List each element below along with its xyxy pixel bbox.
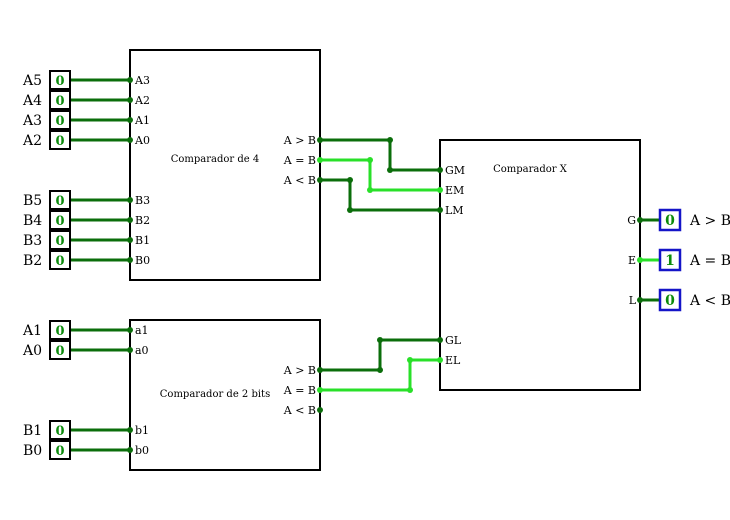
comp2-out-gt: A > B <box>283 364 316 377</box>
comparator-x-box[interactable] <box>439 139 641 391</box>
input-pin-label: A5 <box>22 73 42 89</box>
input-pin-A3[interactable]: A3 0 <box>22 110 71 130</box>
compx-pin-GL: GL <box>445 334 462 347</box>
compx-out-G: G <box>627 214 636 227</box>
input-pin-value: 0 <box>55 194 64 209</box>
input-pin-label: B5 <box>23 193 42 209</box>
compx-out-L: L <box>629 294 637 307</box>
comp2-pin-a1: a1 <box>135 324 149 337</box>
output-pin-value: 0 <box>665 213 675 229</box>
output-wires <box>637 217 660 303</box>
comparator-2-title: Comparador de 2 bits <box>160 389 270 400</box>
comp2-pin-b1: b1 <box>135 424 149 437</box>
input-pin-value: 0 <box>55 424 64 439</box>
comp4-pin-B0: B0 <box>135 254 150 267</box>
input-pin-value: 0 <box>55 214 64 229</box>
input-pin-label: B4 <box>23 213 42 229</box>
internal-wires <box>317 137 443 413</box>
output-pin-label: A > B <box>689 213 730 229</box>
input-pin-value: 0 <box>55 324 64 339</box>
input-pin-label: A1 <box>22 323 42 339</box>
input-pin-label: B2 <box>23 253 42 269</box>
input-pin-value: 0 <box>55 114 64 129</box>
comp4-out-eq: A = B <box>283 154 316 167</box>
input-pin-A4[interactable]: A4 0 <box>22 90 71 110</box>
input-pin-A1[interactable]: A1 0 <box>22 320 71 340</box>
output-pin-lt[interactable]: 0 A < B <box>658 288 730 312</box>
input-pin-value: 0 <box>55 234 64 249</box>
comp4-out-gt: A > B <box>283 134 316 147</box>
comp2-out-lt: A < B <box>283 404 316 417</box>
input-pin-B5[interactable]: B5 0 <box>23 190 71 210</box>
output-pin-label: A < B <box>689 293 730 309</box>
output-pin-eq[interactable]: 1 A = B <box>658 248 730 272</box>
compx-pin-EM: EM <box>445 184 464 197</box>
input-pin-A0[interactable]: A0 0 <box>22 340 71 360</box>
input-pin-label: A2 <box>22 133 42 149</box>
input-pin-B3[interactable]: B3 0 <box>23 230 71 250</box>
input-pin-A5[interactable]: A5 0 <box>22 70 71 90</box>
comp2-pin-a0: a0 <box>135 344 149 357</box>
input-pin-label: B0 <box>23 443 42 459</box>
compx-pin-LM: LM <box>445 204 464 217</box>
comp2-pin-b0: b0 <box>135 444 149 457</box>
comp2-out-eq: A = B <box>283 384 316 397</box>
compx-out-E: E <box>628 254 636 267</box>
output-pin-value: 1 <box>665 253 675 269</box>
comp4-pin-B3: B3 <box>135 194 150 207</box>
input-pin-label: A4 <box>22 93 42 109</box>
comp4-pin-A1: A1 <box>134 114 150 127</box>
comparator-4-title: Comparador de 4 <box>171 154 260 165</box>
comp4-pin-B2: B2 <box>135 214 150 227</box>
input-pin-value: 0 <box>55 444 64 459</box>
input-pin-value: 0 <box>55 94 64 109</box>
compx-pin-GM: GM <box>445 164 465 177</box>
comp4-out-lt: A < B <box>283 174 316 187</box>
comp4-pin-A3: A3 <box>134 74 150 87</box>
comp4-pin-A2: A2 <box>134 94 150 107</box>
output-pin-value: 0 <box>665 293 675 309</box>
input-pin-value: 0 <box>55 344 64 359</box>
input-pin-label: A3 <box>22 113 42 129</box>
input-pin-value: 0 <box>55 134 64 149</box>
input-wires <box>70 77 133 453</box>
output-pin-gt[interactable]: 0 A > B <box>658 208 730 232</box>
input-pin-label: A0 <box>22 343 42 359</box>
input-pin-label: B3 <box>23 233 42 249</box>
compx-pin-EL: EL <box>445 354 461 367</box>
output-pin-label: A = B <box>689 253 730 269</box>
comparator-x-title: Comparador X <box>493 164 568 175</box>
input-pin-value: 0 <box>55 254 64 269</box>
input-pin-A2[interactable]: A2 0 <box>22 130 71 150</box>
input-pin-value: 0 <box>55 74 64 89</box>
comparator-4-box[interactable] <box>129 49 321 281</box>
input-pin-B2[interactable]: B2 0 <box>23 250 71 270</box>
comp4-pin-A0: A0 <box>134 134 150 147</box>
comp4-pin-B1: B1 <box>135 234 150 247</box>
input-pin-B1[interactable]: B1 0 <box>23 420 71 440</box>
input-pin-B0[interactable]: B0 0 <box>23 440 71 460</box>
input-pin-B4[interactable]: B4 0 <box>23 210 71 230</box>
comparator-2-box[interactable] <box>129 319 321 471</box>
input-pin-label: B1 <box>23 423 42 439</box>
